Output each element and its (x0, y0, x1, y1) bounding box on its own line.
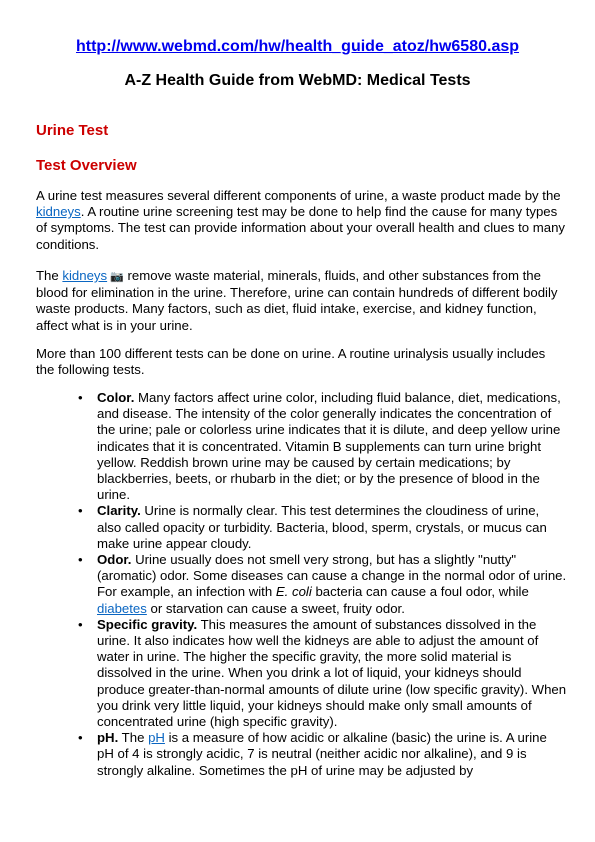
intro-text-start: A urine test measures several different … (36, 188, 561, 203)
subsection-title: Test Overview (36, 157, 137, 174)
odor-description-1: Urine usually does not smell very strong… (97, 552, 567, 600)
color-description: Many factors affect urine color, includi… (97, 390, 561, 503)
ph-link[interactable]: pH (148, 730, 165, 746)
diabetes-link[interactable]: diabetes (97, 600, 147, 616)
section-title: Urine Test (36, 122, 109, 139)
list-item-clarity: Clarity. Urine is normally clear. This t… (78, 503, 567, 552)
odor-description-3: or starvation can cause a sweet, fruity … (146, 600, 405, 616)
page-title: A-Z Health Guide from WebMD: Medical Tes… (124, 72, 471, 89)
odor-description-2: bacteria can cause a foul odor, while (311, 584, 529, 600)
list-item-odor: Odor. Urine usually does not smell very … (78, 552, 567, 617)
clarity-description: Urine is normally clear. This test deter… (97, 503, 547, 551)
ecoli-italic: E. coli (275, 584, 312, 600)
intro-paragraph: A urine test measures several different … (36, 188, 566, 253)
ph-description-2: is a measure of how acidic or alkaline (… (97, 730, 547, 778)
tests-intro-paragraph: More than 100 different tests can be don… (36, 346, 546, 378)
list-item-ph: pH. The pH is a measure of how acidic or… (78, 730, 567, 779)
kidneys-text-start: The (36, 268, 63, 283)
list-item-color: Color. Many factors affect urine color, … (78, 390, 567, 503)
list-item-specific-gravity: Specific gravity. This measures the amou… (78, 616, 567, 730)
gravity-term: Specific gravity. (97, 616, 198, 632)
ph-term: pH. (97, 730, 119, 746)
kidneys-text-end: remove waste material, minerals, fluids,… (36, 268, 558, 333)
ph-description-1: The (118, 730, 149, 746)
kidneys-link-2[interactable]: kidneys (62, 268, 108, 283)
clarity-term: Clarity. (97, 503, 141, 519)
kidneys-paragraph: The kidneys 📷 remove waste material, min… (36, 268, 566, 334)
odor-term: Odor. (97, 552, 132, 568)
color-term: Color. (97, 390, 135, 405)
intro-text-end: . A routine urine screening test may be … (36, 204, 566, 252)
gravity-description: This measures the amount of substances d… (97, 616, 567, 730)
camera-icon[interactable]: 📷 (107, 271, 124, 283)
kidneys-link[interactable]: kidneys (36, 204, 81, 220)
source-url-link[interactable]: http://www.webmd.com/hw/health_guide_ato… (75, 38, 520, 55)
tests-list: Color. Many factors affect urine color, … (78, 390, 567, 779)
